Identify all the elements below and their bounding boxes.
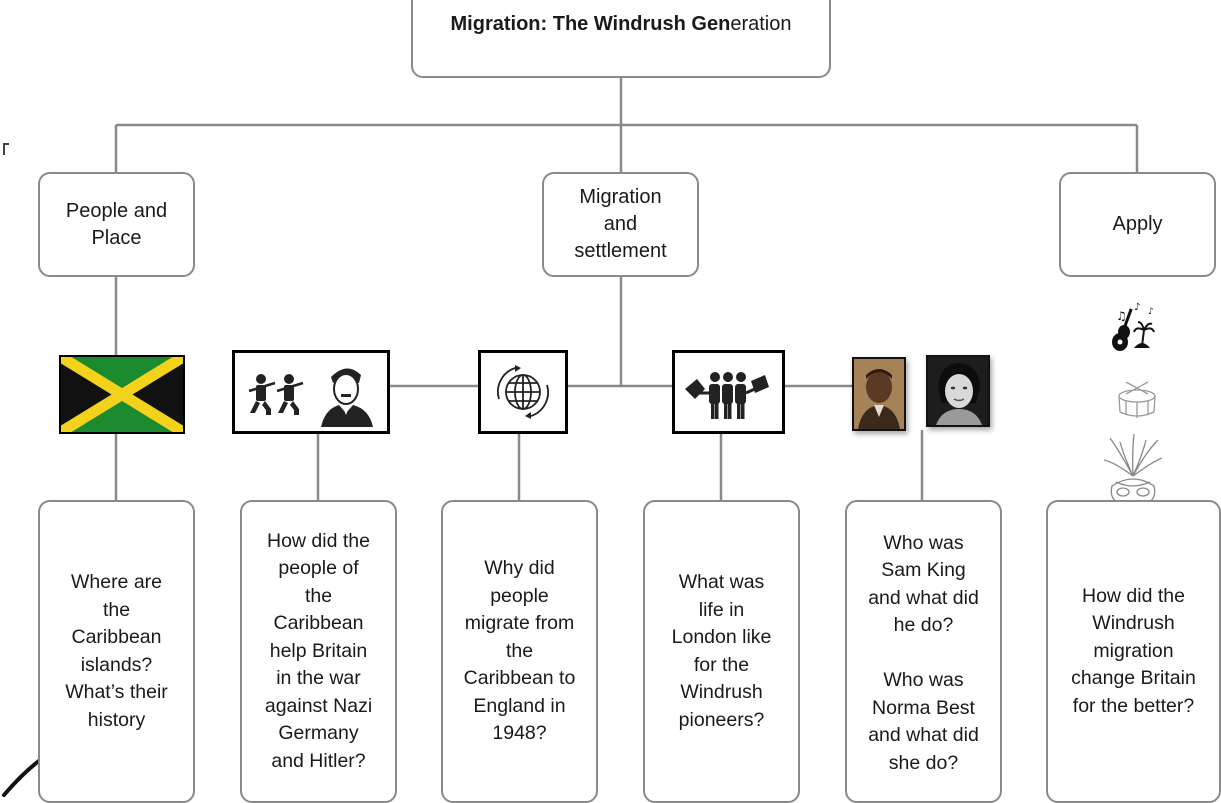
question-line: for the better? bbox=[1072, 694, 1195, 717]
question-caribbean-islands: Where are the Caribbean islands? What’s … bbox=[38, 500, 195, 803]
question-line: migrate from bbox=[464, 612, 575, 635]
question-line: What’s their bbox=[65, 681, 168, 703]
migration-settlement-box: Migration and settlement bbox=[542, 172, 699, 277]
people-and-place-box: People and Place bbox=[38, 172, 195, 277]
question-sam-king-norma-best: Who was Sam King and what did he do? Who… bbox=[845, 500, 1002, 803]
question-line: history bbox=[87, 708, 146, 731]
sam-king-photo bbox=[852, 357, 906, 431]
question-line: life in bbox=[698, 598, 745, 621]
svg-text:♫: ♫ bbox=[1116, 309, 1127, 323]
question-line: pioneers? bbox=[678, 708, 765, 731]
question-line: Why did bbox=[484, 557, 555, 580]
question-line: Germany bbox=[278, 722, 359, 745]
question-line: change Britain bbox=[1071, 667, 1196, 690]
question-line: 1948? bbox=[492, 722, 547, 745]
question-line: Windrush bbox=[680, 681, 763, 703]
apply-box: Apply bbox=[1059, 172, 1216, 277]
question-line: people of bbox=[278, 557, 359, 580]
question-line: the bbox=[102, 598, 131, 621]
question-line: How did the bbox=[1082, 584, 1185, 607]
jamaica-flag-icon bbox=[59, 355, 185, 434]
question-line: Caribbean bbox=[71, 626, 162, 648]
question-line: Who was bbox=[883, 669, 964, 692]
header-line: Apply bbox=[1112, 213, 1163, 235]
norma-best-photo bbox=[926, 355, 990, 427]
question-line: in the war bbox=[276, 667, 361, 690]
diagram-title: Migration: The Windrush Generation bbox=[411, 0, 831, 78]
title-bold: Migration: The Windrush Gen bbox=[450, 13, 731, 35]
svg-text:♪: ♪ bbox=[1134, 302, 1140, 313]
question-line: Windrush bbox=[1092, 612, 1175, 635]
header-line: People and bbox=[65, 199, 168, 222]
question-line: the bbox=[505, 639, 534, 662]
svg-text:♪: ♪ bbox=[1148, 307, 1154, 317]
question-line: the bbox=[304, 584, 333, 607]
question-line: he do? bbox=[893, 614, 954, 637]
header-line: Place bbox=[91, 226, 142, 249]
question-line: England in bbox=[473, 694, 566, 717]
question-line: and what did bbox=[868, 724, 979, 747]
question-line: Caribbean to bbox=[463, 667, 576, 690]
question-line: Where are bbox=[70, 571, 163, 593]
question-line: How did the bbox=[267, 529, 370, 552]
question-line: and Hitler? bbox=[271, 749, 366, 772]
question-line: Caribbean bbox=[273, 612, 364, 635]
question-line: help Britain bbox=[269, 639, 368, 662]
question-line: she do? bbox=[888, 751, 959, 774]
question-line: for the bbox=[693, 653, 750, 676]
steel-drum-icon bbox=[1112, 378, 1162, 422]
question-line: What was bbox=[678, 571, 765, 593]
question-line: Norma Best bbox=[872, 696, 975, 719]
globe-migration-icon bbox=[478, 350, 568, 434]
header-line: Migration bbox=[579, 186, 662, 208]
question-line: islands? bbox=[80, 653, 153, 676]
question-war-help: How did the people of the Caribbean help… bbox=[240, 500, 397, 803]
header-line: settlement bbox=[574, 240, 667, 262]
title-rest: eration bbox=[730, 13, 792, 35]
corner-mark bbox=[3, 143, 9, 155]
guitar-palm-icon: ♫ ♪ ♪ bbox=[1106, 296, 1166, 356]
question-line: migration bbox=[1093, 639, 1174, 662]
question-line: people bbox=[490, 584, 549, 607]
soldiers-and-hitler-icon bbox=[232, 350, 390, 434]
protest-people-icon bbox=[672, 350, 785, 434]
question-line: and what did bbox=[868, 586, 979, 609]
question-line: Sam King bbox=[881, 559, 966, 582]
question-line: against Nazi bbox=[264, 694, 373, 717]
question-change-britain: How did the Windrush migration change Br… bbox=[1046, 500, 1221, 803]
header-line: and bbox=[603, 213, 638, 235]
question-life-in-london: What was life in London like for the Win… bbox=[643, 500, 800, 803]
question-why-migrate: Why did people migrate from the Caribbea… bbox=[441, 500, 598, 803]
question-line: London like bbox=[671, 626, 772, 648]
question-line: Who was bbox=[883, 531, 964, 554]
